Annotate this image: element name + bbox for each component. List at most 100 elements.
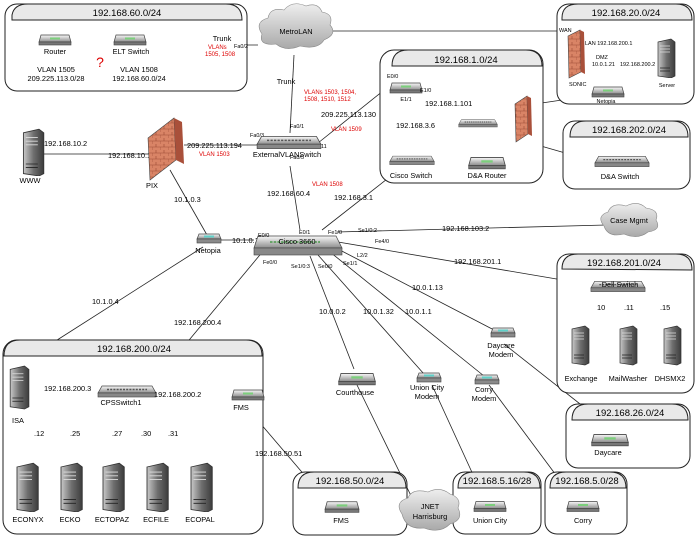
router-e3-icon: [389, 82, 423, 94]
svg-text:10.0.1.32: 10.0.1.32: [363, 307, 394, 316]
svg-text:192.168.60.4: 192.168.60.4: [267, 189, 310, 198]
router-icon: [38, 34, 72, 46]
link-3660-daycare-modem: [335, 247, 497, 332]
netopia-label: Netopia: [597, 99, 617, 105]
svg-text:Trunk: Trunk: [277, 77, 296, 86]
svg-text:Fa0/3: Fa0/3: [250, 133, 264, 139]
svg-text:10.0.1.21: 10.0.1.21: [592, 62, 615, 68]
svg-text:MetroLAN: MetroLAN: [279, 27, 312, 36]
svg-text:Modem: Modem: [489, 350, 514, 359]
daycare-modem-label: Daycare: [487, 341, 515, 350]
fms-router-icon: [231, 389, 265, 401]
svg-text:E0/0: E0/0: [387, 74, 398, 80]
elt-switch-icon: [113, 34, 147, 46]
da-router-icon: [468, 156, 506, 170]
svg-text:.12: .12: [34, 429, 44, 438]
ectopaz-server-icon: [102, 462, 125, 512]
cisco-3660-label: Cisco 3660: [279, 237, 316, 246]
metrolan-cloud: MetroLAN: [258, 3, 334, 49]
svg-text:Modem: Modem: [415, 392, 440, 401]
da-switch-icon: [594, 155, 650, 168]
netopia-modem-icon: [196, 233, 222, 244]
econyx-label: ECONYX: [12, 515, 43, 524]
svg-text:VLAN 1508: VLAN 1508: [120, 65, 158, 74]
svg-text:LAN 192.168.200.1: LAN 192.168.200.1: [585, 41, 632, 47]
svg-text:E0/0: E0/0: [258, 233, 269, 239]
courthouse-label: Courthouse: [336, 388, 374, 397]
daycare-router-icon: [591, 433, 629, 447]
router-label: Router: [44, 47, 67, 56]
subnet-label: 192.168.20.0/24: [592, 8, 661, 19]
da-router-label: D&A Router: [467, 171, 507, 180]
econyx-server-icon: [16, 462, 39, 512]
svg-text:192.168.60.0/24: 192.168.60.0/24: [112, 74, 165, 83]
svg-text:1508, 1510, 1512: 1508, 1510, 1512: [304, 97, 351, 103]
daycare-modem-icon: [490, 327, 516, 338]
svg-text:192.168.10.2: 192.168.10.2: [44, 139, 87, 148]
external-vlan-switch-icon: [256, 135, 322, 150]
svg-text:192.168.3.1: 192.168.3.1: [334, 193, 373, 202]
svg-text:192.168.201.1: 192.168.201.1: [454, 257, 501, 266]
svg-text:192.168.200.4: 192.168.200.4: [174, 318, 221, 327]
case-mgmt-cloud: Case Mgmt: [600, 203, 659, 237]
sonic-label: SONIC: [569, 82, 586, 88]
ecko-server-icon: [60, 462, 83, 512]
union-city-router-icon: [473, 500, 507, 513]
svg-text:Se1/0:2: Se1/0:2: [358, 228, 377, 234]
svg-text:10.1.0.3: 10.1.0.3: [174, 195, 201, 204]
subnet-label: 192.168.60.0/24: [93, 8, 162, 19]
svg-text:.15: .15: [660, 303, 670, 312]
svg-text:VLAN 1508: VLAN 1508: [312, 182, 343, 188]
jnet-cloud: JNET Harrisburg: [398, 489, 461, 531]
svg-text:192.168.103.2: 192.168.103.2: [442, 224, 489, 233]
link-ext-switch-3660: [289, 165, 301, 231]
link-3660-unioncity-modem: [317, 254, 425, 375]
svg-text:Se1/0:3: Se1/0:3: [291, 264, 310, 270]
subnet-label: 192.168.1.0/24: [434, 55, 497, 66]
svg-text:192.168.200.3: 192.168.200.3: [44, 384, 91, 393]
subnet-label: 192.168.5.16/28: [463, 476, 532, 487]
svg-text:Fa0/2: Fa0/2: [234, 44, 248, 50]
svg-text:10.1.0.4: 10.1.0.4: [92, 297, 119, 306]
union-city-label: Union City: [473, 516, 507, 525]
subnet-label: 192.168.50.0/24: [316, 476, 385, 487]
elt-switch-label: ELT Switch: [113, 47, 150, 56]
fms-bottom-router-icon: [324, 501, 360, 513]
ectopaz-label: ECTOPAZ: [95, 515, 130, 524]
svg-text:Se0/0: Se0/0: [318, 264, 332, 270]
pix-firewall-icon: [147, 117, 184, 181]
link-netopia-isa: [53, 246, 204, 343]
svg-text:192.168.10.1: 192.168.10.1: [108, 151, 151, 160]
mailwasher-label: MailWasher: [609, 374, 648, 383]
corry-modem-label: Corry: [475, 385, 493, 394]
isa-label: ISA: [12, 416, 24, 425]
svg-text:Modem: Modem: [472, 394, 497, 403]
ecfile-server-icon: [146, 462, 169, 512]
netopia-icon: [591, 86, 625, 98]
svg-text:.30: .30: [141, 429, 151, 438]
svg-text:JNET: JNET: [421, 502, 440, 511]
svg-text:E1/1: E1/1: [400, 97, 411, 103]
corry-router-icon: [566, 500, 600, 513]
external-vlan-switch-label: ExternalVLANSwitch: [253, 150, 321, 159]
courthouse-router-icon: [338, 372, 376, 386]
svg-text:.25: .25: [70, 429, 80, 438]
svg-text:192.168.200.2: 192.168.200.2: [620, 62, 655, 68]
ecko-label: ECKO: [60, 515, 81, 524]
svg-text:VLAN 1503: VLAN 1503: [199, 152, 230, 158]
svg-text:Trunk: Trunk: [213, 34, 232, 43]
sonic-firewall-icon: [567, 29, 585, 79]
ecfile-label: ECFILE: [143, 515, 169, 524]
svg-text:Case Mgmt: Case Mgmt: [610, 216, 648, 225]
svg-text:Fe4/0: Fe4/0: [375, 239, 389, 245]
da-switch-label: D&A Switch: [601, 172, 640, 181]
subnet-192-168-60: 192.168.60.0/24: [4, 3, 248, 92]
subnet-label: 192.168.202.0/24: [592, 125, 666, 136]
svg-text:WAN: WAN: [559, 28, 572, 34]
svg-text:DMZ: DMZ: [596, 55, 609, 61]
union-city-modem-icon: [416, 372, 442, 383]
svg-text:10.0.1.1: 10.0.1.1: [405, 307, 432, 316]
svg-text:.31: .31: [168, 429, 178, 438]
svg-text:VLANs: VLANs: [208, 45, 227, 51]
dhsmx2-label: DHSMX2: [655, 374, 686, 383]
